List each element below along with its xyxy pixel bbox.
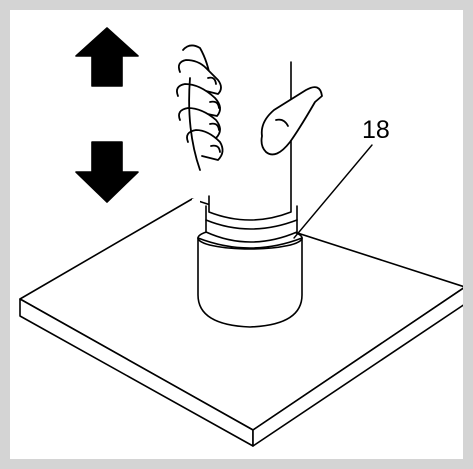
suction-cup-illustration	[19, 27, 463, 447]
arrow-up-icon	[75, 27, 139, 87]
callout-leader-line	[293, 144, 373, 239]
callout-number: 18	[362, 116, 390, 144]
tube	[208, 61, 292, 221]
illustration-panel: 18	[10, 10, 463, 459]
arrow-down-icon	[75, 141, 139, 203]
hand-icon	[176, 44, 323, 171]
